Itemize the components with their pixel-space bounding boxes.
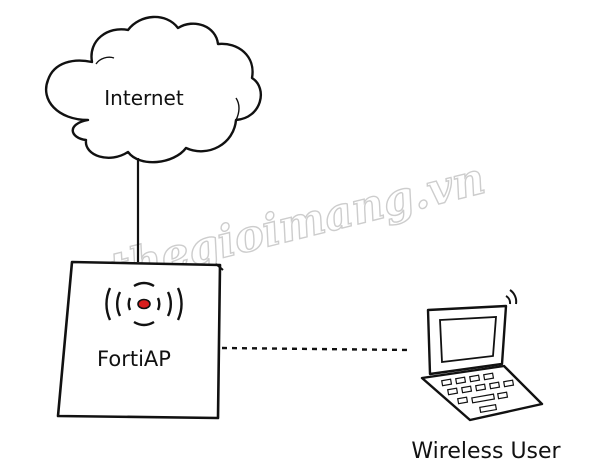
wireless-link-line — [221, 346, 411, 352]
internet-label: Internet — [104, 86, 184, 110]
cloud-icon — [45, 15, 262, 164]
ap-label: FortiAP — [97, 347, 171, 371]
user-label: Wireless User — [411, 439, 561, 464]
access-point-icon — [56, 260, 224, 420]
laptop-icon — [420, 289, 544, 422]
wifi-signal-icon — [105, 281, 183, 327]
